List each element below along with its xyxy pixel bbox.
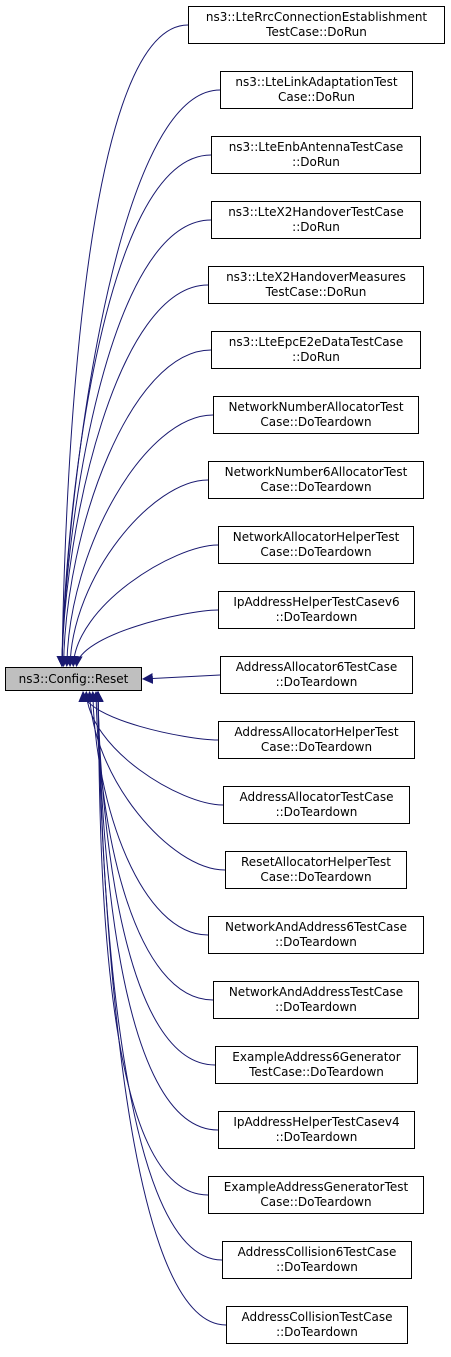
caller-node-label-line: AddressAllocatorTestCase (239, 790, 394, 804)
root-node-label: ns3::Config::Reset (18, 671, 129, 686)
caller-node-label-line: ::DoTeardown (275, 1000, 357, 1014)
caller-node-3[interactable]: ns3::LteEnbAntennaTestCase::DoRun (211, 136, 421, 174)
caller-node-label-line: IpAddressHelperTestCasev4 (233, 1115, 400, 1129)
caller-node-label-line: ::DoTeardown (275, 610, 358, 624)
caller-node-label-line: ::DoTeardown (275, 935, 357, 949)
caller-node-label-line: Case::DoTeardown (260, 415, 372, 429)
call-edge-21 (92, 690, 227, 1326)
caller-node-label-line: NetworkAndAddressTestCase (228, 985, 404, 999)
caller-node-label-line: TestCase::DoTeardown (249, 1065, 384, 1079)
call-edge-5 (56, 284, 209, 668)
call-edge-11 (141, 672, 221, 684)
caller-node-label-line: Case::DoTeardown (260, 480, 372, 494)
caller-node-label-line: ::DoTeardown (275, 805, 358, 819)
caller-node-label-line: AddressAllocatorHelperTest (234, 725, 399, 739)
caller-node-label-line: ns3::LteX2HandoverTestCase (228, 205, 404, 219)
call-edge-9 (68, 544, 219, 668)
call-edge-8 (64, 479, 209, 668)
call-edge-1 (56, 24, 189, 668)
caller-node-label-line: IpAddressHelperTestCasev6 (233, 595, 400, 609)
caller-node-label-line: AddressCollisionTestCase (241, 1310, 393, 1324)
caller-node-label-line: ns3::LteEpcE2eDataTestCase (228, 335, 404, 349)
caller-node-label-line: Case::DoTeardown (260, 870, 372, 884)
caller-node-label-line: ns3::LteLinkAdaptationTest (235, 75, 398, 89)
caller-node-13[interactable]: AddressAllocatorTestCase::DoTeardown (223, 786, 410, 824)
caller-node-18[interactable]: IpAddressHelperTestCasev4::DoTeardown (218, 1111, 415, 1149)
caller-node-20[interactable]: AddressCollision6TestCase::DoTeardown (222, 1241, 412, 1279)
caller-node-label-line: ::DoTeardown (276, 1325, 358, 1339)
caller-node-label-line: NetworkNumberAllocatorTest (228, 400, 404, 414)
root-node-config-reset[interactable]: ns3::Config::Reset (5, 667, 142, 691)
call-edge-12 (78, 690, 219, 741)
caller-node-label-line: ::DoTeardown (275, 675, 358, 689)
caller-node-label-line: Case::DoRun (277, 90, 356, 104)
caller-node-label-line: ::DoRun (292, 220, 340, 234)
caller-node-label-line: AddressCollision6TestCase (237, 1245, 397, 1259)
call-edge-20 (92, 690, 223, 1261)
caller-node-15[interactable]: NetworkAndAddress6TestCase::DoTeardown (208, 916, 424, 954)
caller-node-label-line: ::DoTeardown (276, 1260, 358, 1274)
call-edge-6 (58, 349, 212, 668)
call-edge-4 (56, 219, 212, 668)
call-edge-17 (92, 690, 216, 1066)
call-edge-14 (84, 690, 226, 871)
call-edge-3 (56, 154, 212, 668)
caller-node-label-line: NetworkNumber6AllocatorTest (224, 465, 408, 479)
caller-node-label-line: Case::DoTeardown (260, 545, 372, 559)
caller-node-label-line: NetworkAndAddress6TestCase (225, 920, 407, 934)
caller-node-label-line: TestCase::DoRun (266, 25, 367, 39)
call-edge-7 (61, 414, 214, 668)
call-edge-18 (92, 690, 219, 1131)
call-edge-19 (92, 690, 209, 1196)
caller-node-label-line: Case::DoTeardown (260, 1195, 372, 1209)
caller-node-label-line: ExampleAddressGeneratorTest (223, 1180, 409, 1194)
caller-node-label-line: ::DoTeardown (275, 1130, 358, 1144)
caller-node-label-line: AddressAllocator6TestCase (235, 660, 398, 674)
caller-node-label-line: NetworkAllocatorHelperTest (232, 530, 400, 544)
call-edge-15 (87, 690, 209, 936)
caller-node-label-line: ns3::LteRrcConnectionEstablishment (205, 10, 428, 24)
caller-node-11[interactable]: AddressAllocator6TestCase::DoTeardown (220, 656, 413, 694)
caller-node-label-line: ExampleAddress6Generator (232, 1050, 401, 1064)
call-edge-2 (56, 89, 221, 668)
caller-node-21[interactable]: AddressCollisionTestCase::DoTeardown (226, 1306, 408, 1344)
caller-node-label-line: ns3::LteX2HandoverMeasures (226, 270, 406, 284)
caller-node-label-line: ::DoRun (292, 155, 340, 169)
caller-node-label-line: ns3::LteEnbAntennaTestCase (228, 140, 404, 154)
caller-node-label-line: Case::DoTeardown (260, 740, 373, 754)
caller-node-10[interactable]: IpAddressHelperTestCasev6::DoTeardown (218, 591, 415, 629)
caller-node-16[interactable]: NetworkAndAddressTestCase::DoTeardown (213, 981, 419, 1019)
caller-node-label-line: ::DoRun (292, 350, 340, 364)
call-edge-10 (71, 609, 219, 668)
call-edge-13 (81, 690, 224, 806)
caller-node-label-line: TestCase::DoRun (265, 285, 367, 299)
caller-node-6[interactable]: ns3::LteEpcE2eDataTestCase::DoRun (211, 331, 421, 369)
caller-node-label-line: ResetAllocatorHelperTest (241, 855, 391, 869)
caller-node-4[interactable]: ns3::LteX2HandoverTestCase::DoRun (211, 201, 421, 239)
